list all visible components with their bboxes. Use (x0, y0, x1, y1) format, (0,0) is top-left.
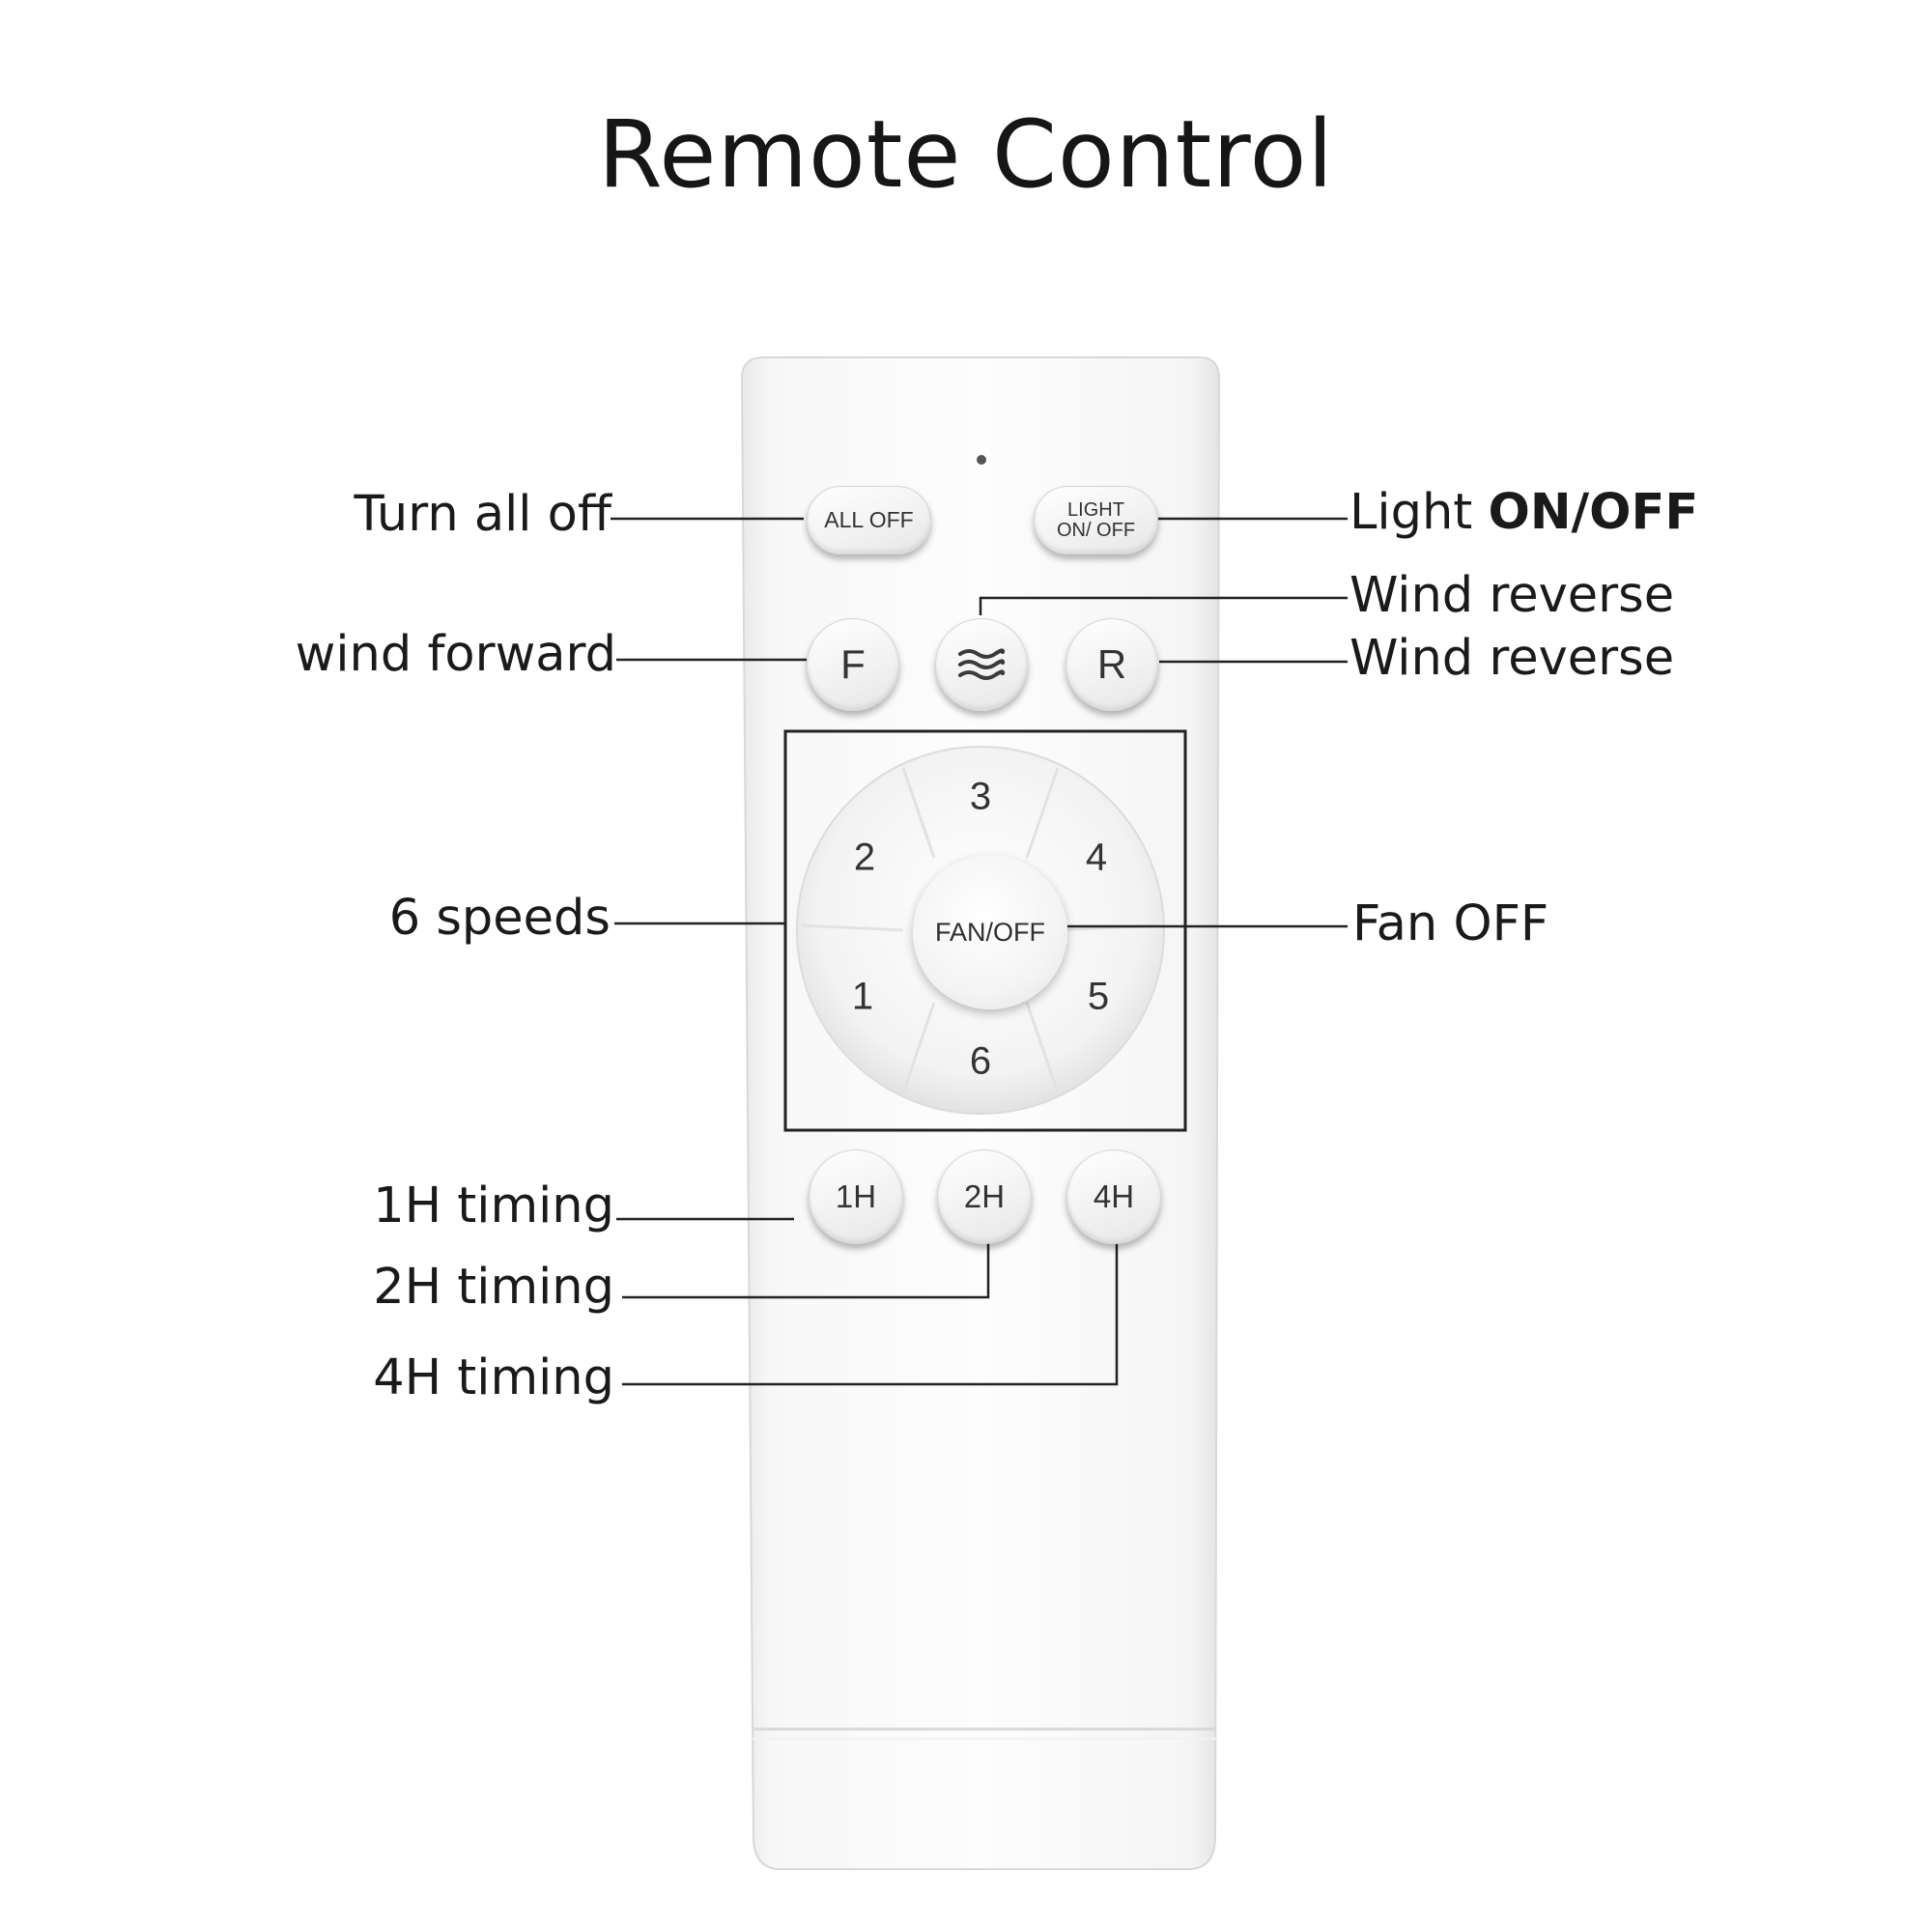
callout-wind-forward: wind forward (295, 626, 616, 683)
speed-2-button[interactable]: 2 (853, 836, 876, 879)
callout-six-speeds: 6 speeds (388, 890, 611, 947)
timer-2h-label: 2H (963, 1178, 1006, 1214)
speed-4-button[interactable]: 4 (1085, 836, 1108, 879)
speed-6-button[interactable]: 6 (969, 1039, 992, 1083)
leader-wind-reverse-top (979, 596, 1348, 615)
indicator-led (977, 455, 986, 465)
callout-turn-all-off: Turn all off (354, 486, 611, 543)
callout-wind-reverse: Wind reverse (1350, 630, 1675, 687)
speed-3-button[interactable]: 3 (969, 775, 992, 818)
callout-wind-reverse-top: Wind reverse (1350, 567, 1675, 624)
speed-pad-dividers (801, 767, 1160, 1093)
page-title: Remote Control (598, 100, 1334, 209)
callout-2h-timing: 2H timing (373, 1259, 614, 1316)
leader-2h (622, 1243, 990, 1299)
fan-off-button[interactable]: FAN/OFF (913, 855, 1067, 1009)
wind-forward-button[interactable]: F (807, 618, 899, 711)
timer-4h-label: 4H (1093, 1178, 1135, 1214)
wind-mode-button[interactable] (935, 618, 1028, 711)
wind-waves-icon (958, 648, 1006, 680)
light-label-line2: ON/ OFF (1056, 519, 1136, 541)
all-off-label: ALL OFF (824, 507, 914, 533)
speed-5-button[interactable]: 5 (1087, 975, 1110, 1018)
forward-label: F (840, 640, 866, 687)
speed-1-button[interactable]: 1 (851, 975, 874, 1018)
callout-light-bold: ON/OFF (1488, 484, 1699, 541)
timer-2h-button[interactable]: 2H (937, 1149, 1032, 1244)
light-on-off-button[interactable]: LIGHT ON/ OFF (1034, 486, 1158, 554)
callout-1h-timing: 1H timing (373, 1178, 614, 1235)
callout-light-on-off: Light ON/OFF (1350, 484, 1698, 542)
leader-4h (622, 1243, 1119, 1386)
timer-4h-button[interactable]: 4H (1066, 1149, 1161, 1244)
wind-reverse-button[interactable]: R (1065, 618, 1158, 711)
speed-pad-frame (783, 729, 1187, 1132)
callout-light-prefix: Light (1350, 484, 1473, 541)
light-label-line1: LIGHT (1067, 498, 1124, 521)
timer-1h-label: 1H (835, 1178, 877, 1214)
callout-fan-off: Fan OFF (1352, 895, 1549, 952)
all-off-button[interactable]: ALL OFF (807, 486, 931, 554)
reverse-label: R (1096, 640, 1127, 687)
timer-1h-button[interactable]: 1H (809, 1149, 903, 1244)
callout-4h-timing: 4H timing (373, 1349, 614, 1406)
fan-off-label: FAN/OFF (935, 917, 1045, 947)
